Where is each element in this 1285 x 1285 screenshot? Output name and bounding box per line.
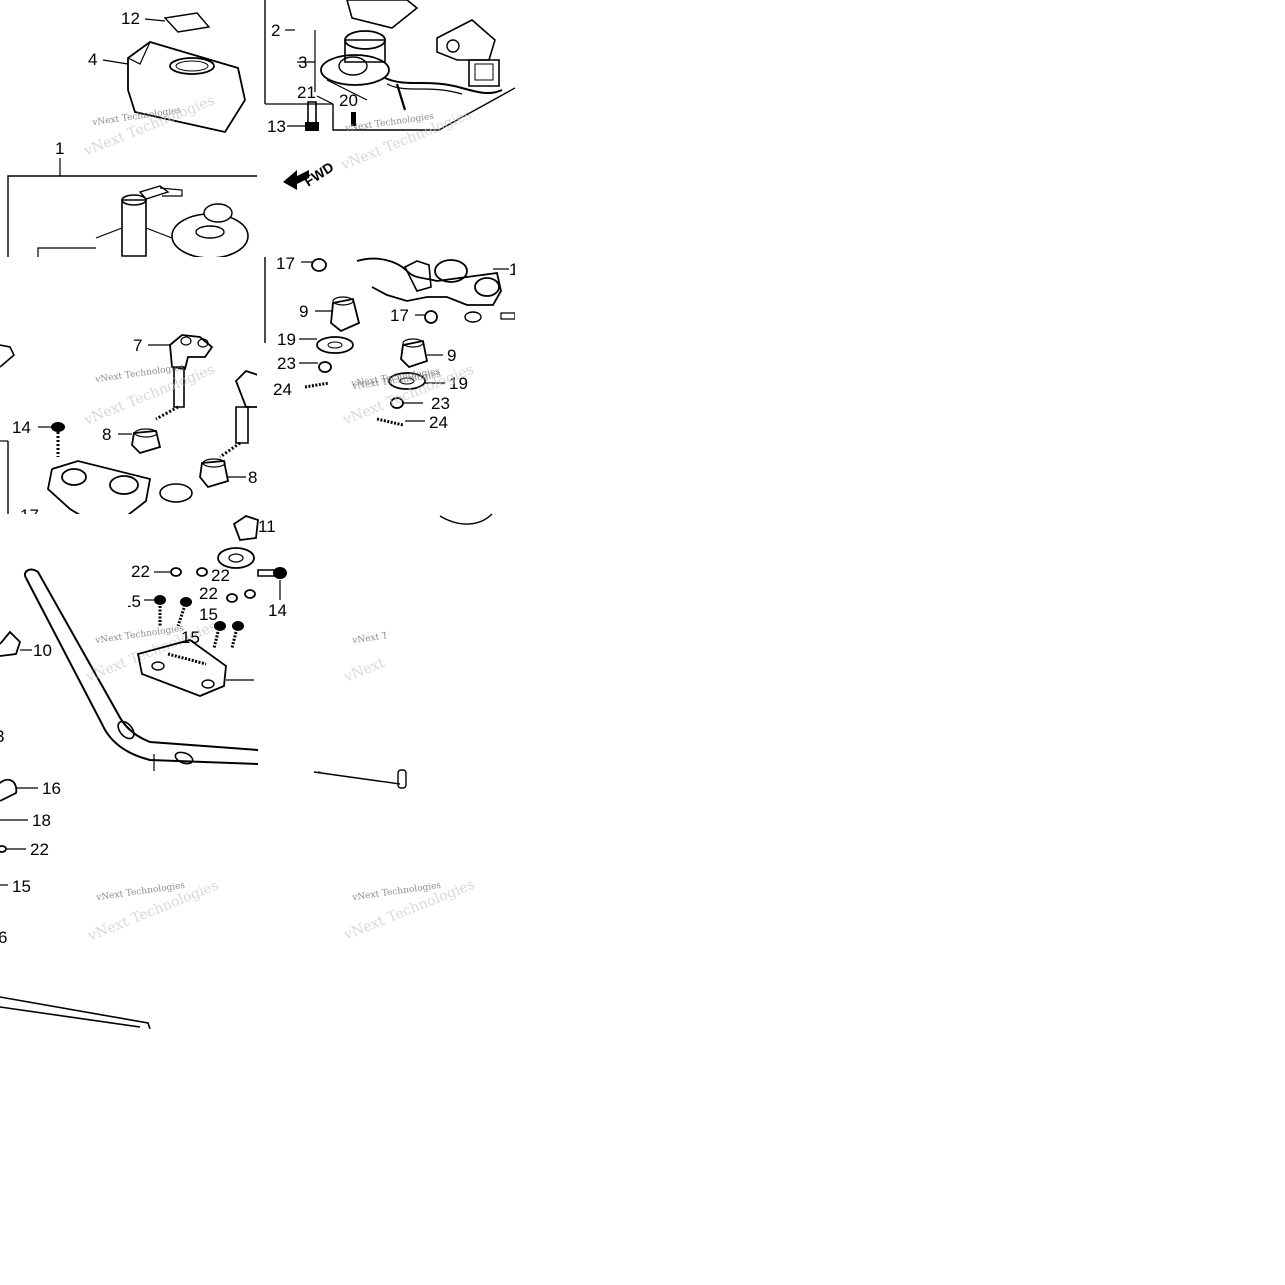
callout-18: 18 <box>32 811 51 830</box>
callout-14: 14 <box>268 601 287 620</box>
callout-23-right: 23 <box>431 394 450 413</box>
top-cover-drawing <box>0 0 258 258</box>
diagram-tile-top-left: 12 4 1 vNext Technologies vNext Technolo… <box>0 0 258 258</box>
callout-15-a: 15 <box>128 592 141 611</box>
callout-11: 11 <box>258 517 276 536</box>
callout-2: 2 <box>271 21 281 40</box>
arc-line <box>420 500 510 540</box>
callout-13: 13 <box>267 117 286 136</box>
handlebar-left-drawing <box>0 514 258 772</box>
callout-10: 10 <box>33 641 52 660</box>
callout-22-c: 22 <box>199 584 218 603</box>
diagram-tile-middle-middle: 17 9 17 19 23 24 9 19 23 24 1 vNext Tech… <box>257 257 515 515</box>
callout-15-b: 15 <box>199 605 218 624</box>
ignition-switch-drawing <box>257 0 515 190</box>
callout-21: 21 <box>297 83 316 102</box>
handlebar-grip-drawing <box>0 771 258 1029</box>
callout-1-edge: 1 <box>509 260 515 279</box>
callout-15: 15 <box>12 877 31 896</box>
handlebar-holder-drawing <box>128 514 386 772</box>
callout-17: 17 <box>20 507 39 515</box>
callout-19-right: 19 <box>449 374 468 393</box>
callout-19-left: 19 <box>277 330 296 349</box>
callout-22-a: 22 <box>131 562 150 581</box>
callout-12: 12 <box>121 9 140 28</box>
callout-9-left: 9 <box>299 302 309 321</box>
callout-4: 4 <box>88 50 98 69</box>
callout-6: 6 <box>0 928 8 947</box>
callout-8-right: 8 <box>248 468 258 487</box>
callout-20: 20 <box>339 91 358 110</box>
callout-15-c: 15 <box>181 628 200 647</box>
callout-7: 7 <box>133 336 143 355</box>
diagram-tile-center-middle: 11 5 22 22 15 22 15 15 14 vNext Technolo… <box>128 514 386 772</box>
callout-24-left: 24 <box>273 380 292 399</box>
diagram-tile-bottom-left: 16 18 22 15 6 vNext Technologies vNext T… <box>0 771 258 1029</box>
callout-8: 8 <box>102 425 112 444</box>
callout-23-left: 23 <box>277 354 296 373</box>
upper-bridge-drawing <box>257 257 515 515</box>
fork-bridge-drawing <box>0 257 258 515</box>
callout-16: 16 <box>42 779 61 798</box>
callout-24-right: 24 <box>429 413 448 432</box>
callout-22: 22 <box>30 840 49 859</box>
callout-3-edge: 3 <box>0 728 4 745</box>
callout-1: 1 <box>55 139 65 158</box>
cable-end-drawing <box>310 764 420 794</box>
callout-22-b: 22 <box>211 566 230 585</box>
diagram-tile-top-middle: 2 3 21 20 13 FWD vNext Technologies vNex… <box>257 0 515 258</box>
callout-17-middle: 17 <box>390 306 409 325</box>
callout-17-top: 17 <box>276 257 295 273</box>
callout-3: 3 <box>298 53 308 72</box>
callout-9-right: 9 <box>447 346 457 365</box>
callout-14: 14 <box>12 418 31 437</box>
diagram-tile-middle-left: 7 14 8 8 17 vNext Technologies vNext Tec… <box>0 257 258 515</box>
